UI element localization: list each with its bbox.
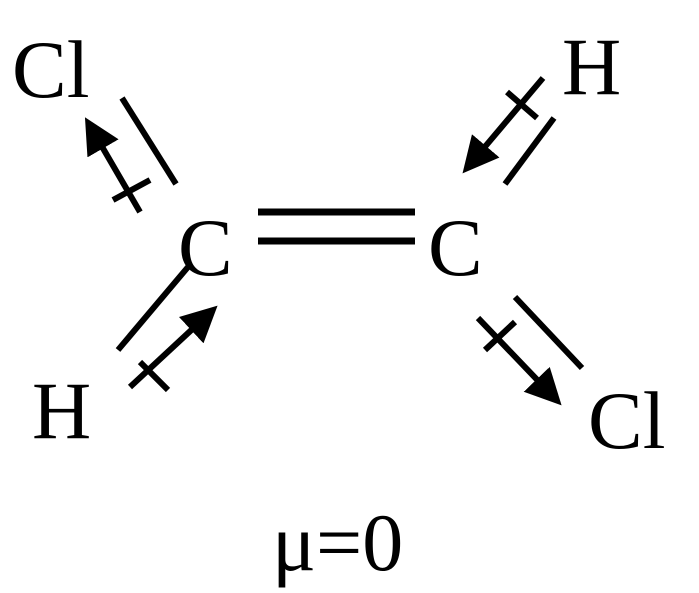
atom-cl-top-left: Cl [12,24,89,115]
bond-c-cl-top-left [119,96,179,186]
atom-c-right: C [428,202,483,293]
single-bonds [115,96,585,371]
bond-c-h-top-right [502,116,557,186]
dipole-moment-label: μ=0 [272,497,403,588]
bond-c-cl-bottom-right [512,294,585,371]
double-bond [258,208,415,245]
atom-h-bottom-left: H [32,365,91,456]
dipole-arrow-bottom-right [475,315,562,406]
dipole-arrow-bottom-left [127,305,218,393]
dipole-arrow-top-right [462,76,546,174]
atom-h-top-right: H [562,21,621,112]
dipole-arrow-top-left [84,117,152,214]
bond-c-h-bottom-left [115,265,191,352]
atom-c-left: C [178,202,233,293]
atom-cl-bottom-right: Cl [588,375,665,466]
